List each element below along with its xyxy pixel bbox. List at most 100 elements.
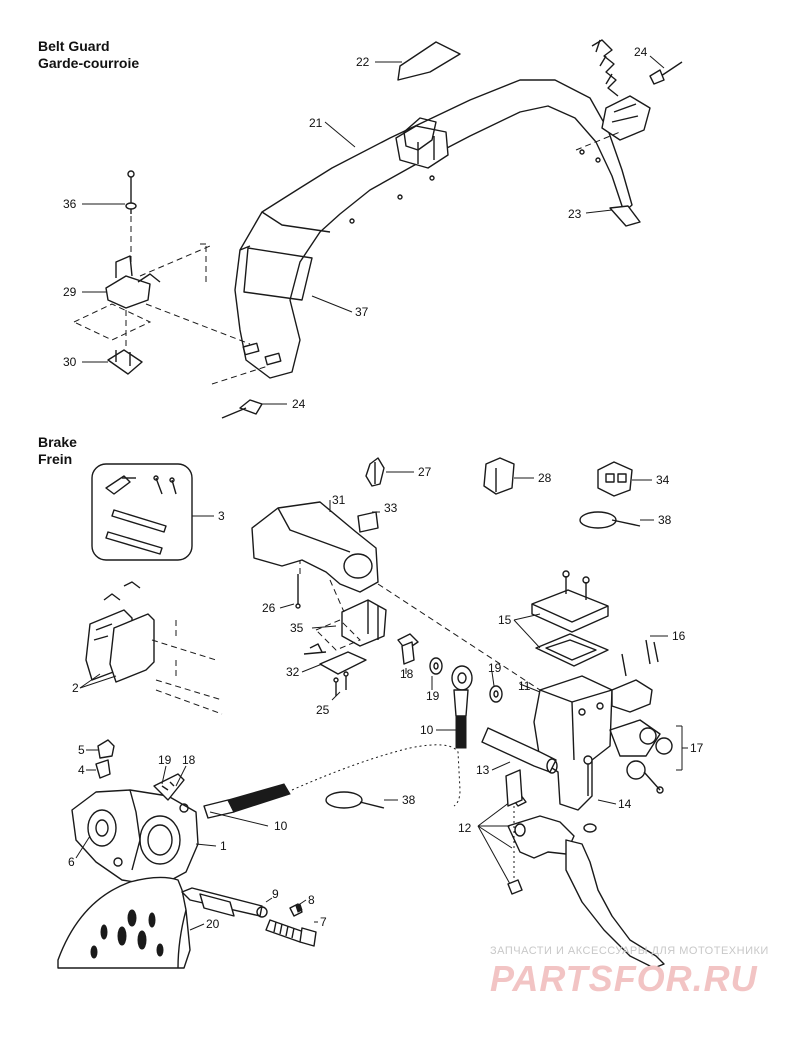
callout-18-caliper: 18 xyxy=(182,753,196,767)
part-29-latch xyxy=(82,243,251,348)
spring-bracket-assembly xyxy=(575,39,651,163)
brake-title-fr: Frein xyxy=(38,451,73,467)
callout-19-left: 19 xyxy=(426,689,440,703)
callout-8: 8 xyxy=(308,893,315,907)
part-13-piston xyxy=(481,727,558,774)
part-21-belt-guard xyxy=(234,79,633,379)
callout-19-right: 19 xyxy=(488,661,502,675)
part-36-pin xyxy=(82,170,137,268)
part-18-banjo-bolt xyxy=(397,633,419,674)
part-24-rivet-bottom xyxy=(211,365,287,419)
part-37-decal-leader xyxy=(311,295,353,313)
callout-18-top: 18 xyxy=(400,667,414,681)
callout-31: 31 xyxy=(332,493,346,507)
part-31-cover xyxy=(251,500,541,691)
part-23-bracket xyxy=(585,205,641,227)
callout-19-caliper: 19 xyxy=(158,753,172,767)
brake-heading: Brake Frein xyxy=(38,434,77,468)
callout-22: 22 xyxy=(356,55,370,69)
callout-27: 27 xyxy=(418,465,432,479)
part-11-master-cylinder xyxy=(519,675,661,811)
brake-hose-routing xyxy=(291,744,461,807)
callout-17: 17 xyxy=(690,741,704,755)
callout-9: 9 xyxy=(272,887,279,901)
part-14-pivot-bolt xyxy=(583,755,617,805)
callout-5: 5 xyxy=(78,743,85,757)
part-20-brake-disc xyxy=(57,876,205,969)
part-16-screws xyxy=(621,635,668,677)
callout-26: 26 xyxy=(262,601,276,615)
callout-3: 3 xyxy=(218,509,225,523)
part-1-caliper xyxy=(71,773,217,887)
callout-37: 37 xyxy=(355,305,369,319)
caliper-fitting-leaders xyxy=(161,765,187,787)
part-22-decal xyxy=(375,41,461,81)
callout-13: 13 xyxy=(476,763,490,777)
part-3-hardware-kit xyxy=(91,463,214,561)
part-12-brake-lever xyxy=(477,769,665,969)
callout-16: 16 xyxy=(672,629,686,643)
part-34-block xyxy=(597,461,652,497)
callout-21: 21 xyxy=(309,116,323,130)
callout-38-top: 38 xyxy=(658,513,672,527)
part-28-block xyxy=(483,457,534,495)
callout-11: 11 xyxy=(518,679,531,693)
part-5-bleeder-cap xyxy=(86,739,115,759)
callout-20: 20 xyxy=(206,917,220,931)
part-25-screws xyxy=(331,671,349,701)
callout-38-bottom: 38 xyxy=(402,793,416,807)
part-24-rivet-top xyxy=(649,55,683,85)
callout-7: 7 xyxy=(320,915,327,929)
brake-title-en: Brake xyxy=(38,434,77,450)
part-6-leader xyxy=(75,835,91,859)
part-15-reservoir-cap xyxy=(513,570,609,667)
part-7-bolt xyxy=(265,919,318,947)
part-26-pin xyxy=(279,560,301,609)
guard-clip xyxy=(395,117,449,169)
callout-4: 4 xyxy=(78,763,85,777)
callout-32: 32 xyxy=(286,665,300,679)
callout-35: 35 xyxy=(290,621,304,635)
callout-28: 28 xyxy=(538,471,552,485)
belt-guard-title-en: Belt Guard xyxy=(38,38,110,54)
watermark-caption: ЗАПЧАСТИ И АКСЕССУАРЫ ДЛЯ МОТОТЕХНИКИ xyxy=(490,945,769,957)
belt-guard-heading: Belt Guard Garde-courroie xyxy=(38,38,139,72)
part-2-brake-pads xyxy=(79,581,223,715)
callout-15: 15 xyxy=(498,613,512,627)
part-10-hose-fitting xyxy=(436,665,473,749)
callout-1: 1 xyxy=(220,839,227,853)
part-38-cable-tie-bottom xyxy=(325,791,398,809)
callout-10-top: 10 xyxy=(420,723,434,737)
part-8-clip xyxy=(289,899,307,917)
callout-6: 6 xyxy=(68,855,75,869)
belt-guard-title-fr: Garde-courroie xyxy=(38,55,140,71)
callout-33: 33 xyxy=(384,501,398,515)
part-33-tag xyxy=(357,511,380,533)
watermark-logo: PARTSFOR.RU xyxy=(490,958,758,999)
part-4-bleeder-screw xyxy=(86,759,111,779)
part-9-pad-pin xyxy=(181,887,273,918)
part-32-bracket xyxy=(301,643,367,675)
part-38-cable-tie-top xyxy=(579,511,654,529)
callout-25: 25 xyxy=(316,703,330,717)
callout-24-bottom: 24 xyxy=(292,397,306,411)
callout-30: 30 xyxy=(63,355,77,369)
part-35-switch xyxy=(311,579,387,651)
callout-2: 2 xyxy=(72,681,79,695)
callout-24-top: 24 xyxy=(634,45,648,59)
latch-gasket-outline xyxy=(72,303,152,341)
part-17-clamp xyxy=(626,725,688,794)
part-27-clip xyxy=(365,457,414,487)
callout-10-bottom: 10 xyxy=(274,819,288,833)
part-30-plate xyxy=(82,349,143,375)
callout-12: 12 xyxy=(458,821,472,835)
callout-36: 36 xyxy=(63,197,77,211)
callout-34: 34 xyxy=(656,473,670,487)
part-10-brake-hose xyxy=(203,783,291,827)
callout-23: 23 xyxy=(568,207,582,221)
part-19-washer-a xyxy=(429,657,443,690)
part-19-washer-b xyxy=(489,671,503,703)
callout-29: 29 xyxy=(63,285,77,299)
